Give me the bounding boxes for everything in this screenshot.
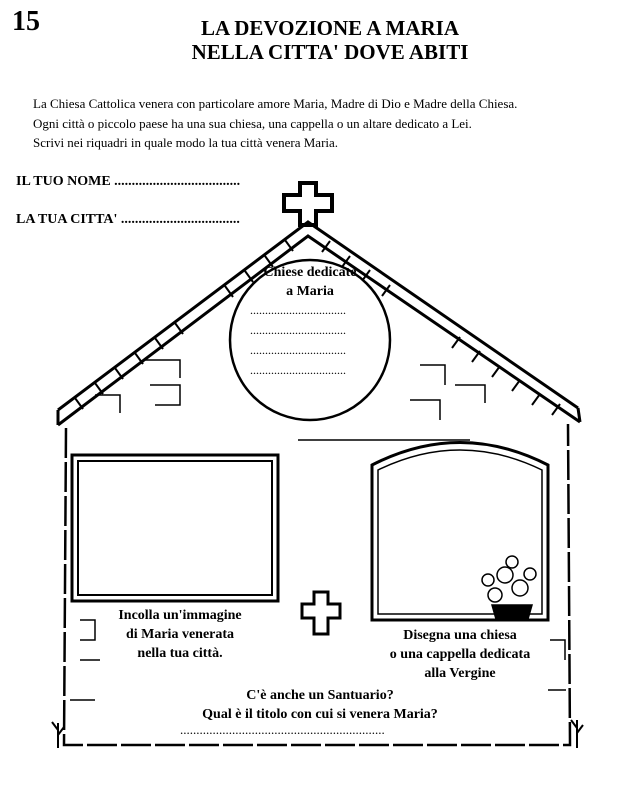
- city-field[interactable]: LA TUA CITTA' ..........................…: [16, 212, 240, 227]
- circle-lines[interactable]: ................................ .......…: [250, 300, 346, 380]
- page-number: 15: [12, 6, 40, 37]
- write-line[interactable]: ................................: [250, 363, 346, 377]
- title-line-2: NELLA CITTA' DOVE ABITI: [191, 40, 469, 64]
- write-line[interactable]: ................................: [250, 343, 346, 357]
- intro-line: Scrivi nei riquadri in quale modo la tua…: [33, 135, 339, 150]
- image-frame: [70, 453, 280, 603]
- left-caption-line: nella tua città.: [137, 646, 223, 661]
- roof: [57, 220, 579, 412]
- cross-icon: [282, 181, 334, 227]
- title-line-1: LA DEVOZIONE A MARIA: [200, 16, 460, 40]
- left-caption-line: di Maria venerata: [125, 627, 235, 642]
- right-caption-line: alla Vergine: [424, 666, 496, 681]
- bottom-caption: C'è anche un Santuario? Qual è il titolo…: [150, 686, 490, 724]
- circle-caption-line: Chiese dedicate: [263, 265, 357, 280]
- bottom-caption-line: Qual è il titolo con cui si venera Maria…: [202, 707, 438, 722]
- name-field[interactable]: IL TUO NOME ............................…: [16, 174, 241, 189]
- right-caption-line: o una cappella dedicata: [389, 647, 531, 662]
- right-caption: Disegna una chiesa o una cappella dedica…: [360, 626, 560, 683]
- intro-line: La Chiesa Cattolica venera con particola…: [33, 96, 518, 111]
- intro-text: La Chiesa Cattolica venera con particola…: [33, 94, 517, 153]
- chiese-circle: [228, 258, 392, 422]
- write-line[interactable]: ................................: [250, 303, 346, 317]
- drawing-window: [370, 441, 550, 622]
- plant-icon: [570, 719, 584, 748]
- circle-caption-line: a Maria: [286, 284, 334, 299]
- left-caption-line: Incolla un'immagine: [118, 608, 242, 623]
- left-caption: Incolla un'immagine di Maria venerata ne…: [80, 606, 280, 663]
- flower-icon: [481, 555, 537, 620]
- santuario-line[interactable]: ........................................…: [180, 722, 385, 737]
- circle-caption: Chiese dedicate a Maria: [235, 263, 385, 301]
- plant-icon: [51, 721, 65, 748]
- bottom-caption-line: C'è anche un Santuario?: [246, 688, 394, 703]
- right-caption-line: Disegna una chiesa: [403, 628, 517, 643]
- page-title: LA DEVOZIONE A MARIA NELLA CITTA' DOVE A…: [120, 16, 540, 64]
- wall: [62, 423, 572, 747]
- small-cross-icon: [300, 590, 342, 636]
- write-line[interactable]: ................................: [250, 323, 346, 337]
- intro-line: Ogni città o piccolo paese ha una sua ch…: [33, 115, 472, 131]
